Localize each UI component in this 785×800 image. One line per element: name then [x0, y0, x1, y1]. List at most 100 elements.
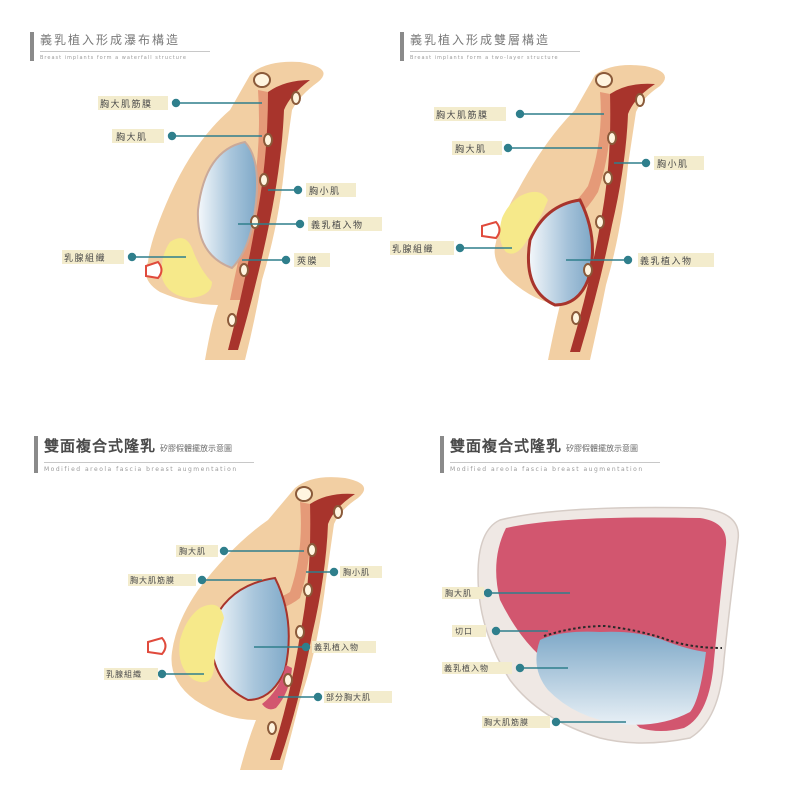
rib: [295, 486, 313, 502]
label-implant: 義乳植入物: [640, 255, 693, 267]
label-bg: [482, 716, 550, 728]
panel3-title-note: 矽膠假體擺放示意圖: [160, 444, 233, 453]
implant-shape: [210, 576, 290, 702]
rib: [250, 215, 260, 229]
panel2-subtitle: Breast implants form a two-layer structu…: [410, 55, 559, 61]
rib: [263, 133, 273, 147]
implant-shape: [536, 631, 706, 725]
rib: [607, 131, 617, 145]
rib: [595, 72, 613, 88]
label-gland: 乳腺組織: [64, 252, 106, 264]
label-gland: 乳腺組織: [106, 669, 142, 679]
header-rule: [450, 462, 660, 463]
label-implant: 義乳植入物: [311, 219, 364, 231]
rib: [239, 263, 249, 277]
gland-shape: [161, 238, 212, 298]
label-bg: [104, 668, 158, 680]
label-bg: [434, 107, 506, 121]
header-panel2: 義乳植入形成雙層構造 Breast implants form a two-la…: [400, 32, 580, 61]
label-partial-pectoralis: 部分胸大肌: [326, 692, 371, 702]
rib: [291, 91, 301, 105]
rib: [603, 171, 613, 185]
label-implant: 義乳植入物: [444, 663, 489, 673]
label-bg: [176, 545, 218, 557]
header-rule: [40, 51, 210, 52]
label-bg: [294, 253, 330, 267]
header-panel4: 雙面複合式隆乳矽膠假體擺放示意圖 Modified areola fascia …: [440, 436, 660, 473]
nipple-shape: [145, 260, 163, 280]
label-gland: 乳腺組織: [392, 243, 434, 255]
panel4-subtitle: Modified areola fascia breast augmentati…: [450, 466, 644, 473]
label-bg: [452, 625, 486, 637]
header-panel1: 義乳植入形成瀑布構造 Breast implants form a waterf…: [30, 32, 210, 61]
label-bg: [308, 217, 382, 231]
pectoralis-muscle-band: [230, 90, 270, 300]
panel4-title-note: 矽膠假體擺放示意圖: [566, 444, 639, 453]
rib: [253, 72, 271, 88]
panel1-subtitle: Breast implants form a waterfall structu…: [40, 55, 187, 61]
gland-shape: [499, 191, 548, 254]
header-panel3: 雙面複合式隆乳矽膠假體擺放示意圖 Modified areola fascia …: [34, 436, 254, 473]
rib-muscle-band: [270, 493, 355, 760]
panel4-diagram: 胸大肌 切口 義乳植入物 胸大肌筋膜: [442, 506, 740, 744]
label-capsule: 莢膜: [297, 255, 318, 267]
rib-muscle-band: [570, 83, 655, 352]
panel1-title: 義乳植入形成瀑布構造: [40, 33, 181, 47]
panel1-diagram: 胸大肌筋膜 胸大肌 胸小肌 義乳植入物 乳腺組織 莢膜: [62, 61, 382, 360]
implant-shape: [196, 140, 258, 270]
label-bg: [112, 129, 164, 143]
label-bg: [638, 253, 714, 267]
label-pectoralis-major: 胸大肌: [455, 143, 487, 155]
label-bg: [442, 587, 484, 599]
label-implant: 義乳植入物: [314, 642, 359, 652]
rib: [295, 625, 305, 639]
rib: [303, 583, 313, 597]
label-pectoralis-major: 胸大肌: [445, 588, 472, 598]
pectoralis-muscle-band: [240, 502, 311, 612]
label-bg: [654, 156, 704, 170]
panel2-title: 義乳植入形成雙層構造: [410, 33, 551, 47]
label-pectoral-fascia: 胸大肌筋膜: [130, 575, 175, 585]
label-pectoralis-minor: 胸小肌: [309, 185, 341, 197]
label-pectoral-fascia: 胸大肌筋膜: [484, 717, 529, 727]
label-incision: 切口: [455, 627, 473, 636]
label-bg: [452, 141, 502, 155]
label-bg: [306, 183, 356, 197]
rib: [635, 93, 645, 107]
label-bg: [128, 574, 196, 586]
label-bg: [98, 96, 168, 110]
label-pectoralis-minor: 胸小肌: [657, 158, 689, 170]
rib: [571, 311, 581, 325]
rib: [595, 215, 605, 229]
label-bg: [390, 241, 454, 255]
nipple-shape: [147, 636, 167, 656]
label-pectoralis-minor: 胸小肌: [343, 567, 370, 577]
gland-shape: [179, 604, 224, 683]
panel4-title: 雙面複合式隆乳: [450, 437, 563, 455]
panel3-title: 雙面複合式隆乳: [44, 437, 157, 455]
label-bg: [442, 662, 512, 674]
rib: [227, 313, 237, 327]
incision-line: [543, 624, 723, 649]
rib-muscle-band: [228, 80, 310, 350]
label-bg: [340, 566, 382, 578]
header-rule: [44, 462, 254, 463]
implant-shape: [526, 198, 594, 307]
panel2-diagram: 胸大肌筋膜 胸大肌 胸小肌 乳腺組織 義乳植入物: [390, 65, 714, 360]
label-bg: [312, 641, 376, 653]
rib: [267, 721, 277, 735]
label-bg: [62, 250, 124, 264]
rib: [259, 173, 269, 187]
label-bg: [324, 691, 392, 703]
rib: [307, 543, 317, 557]
label-pectoralis-major: 胸大肌: [116, 131, 148, 143]
panel3-subtitle: Modified areola fascia breast augmentati…: [44, 466, 238, 473]
header-rule: [410, 51, 580, 52]
rib: [283, 673, 293, 687]
label-pectoralis-major: 胸大肌: [179, 546, 206, 556]
nipple-shape: [481, 220, 501, 240]
rib: [583, 263, 593, 277]
panel3-diagram: 胸大肌 胸大肌筋膜 胸小肌 義乳植入物 乳腺組織 部分胸大肌: [104, 477, 392, 770]
label-pectoral-fascia: 胸大肌筋膜: [100, 98, 153, 110]
